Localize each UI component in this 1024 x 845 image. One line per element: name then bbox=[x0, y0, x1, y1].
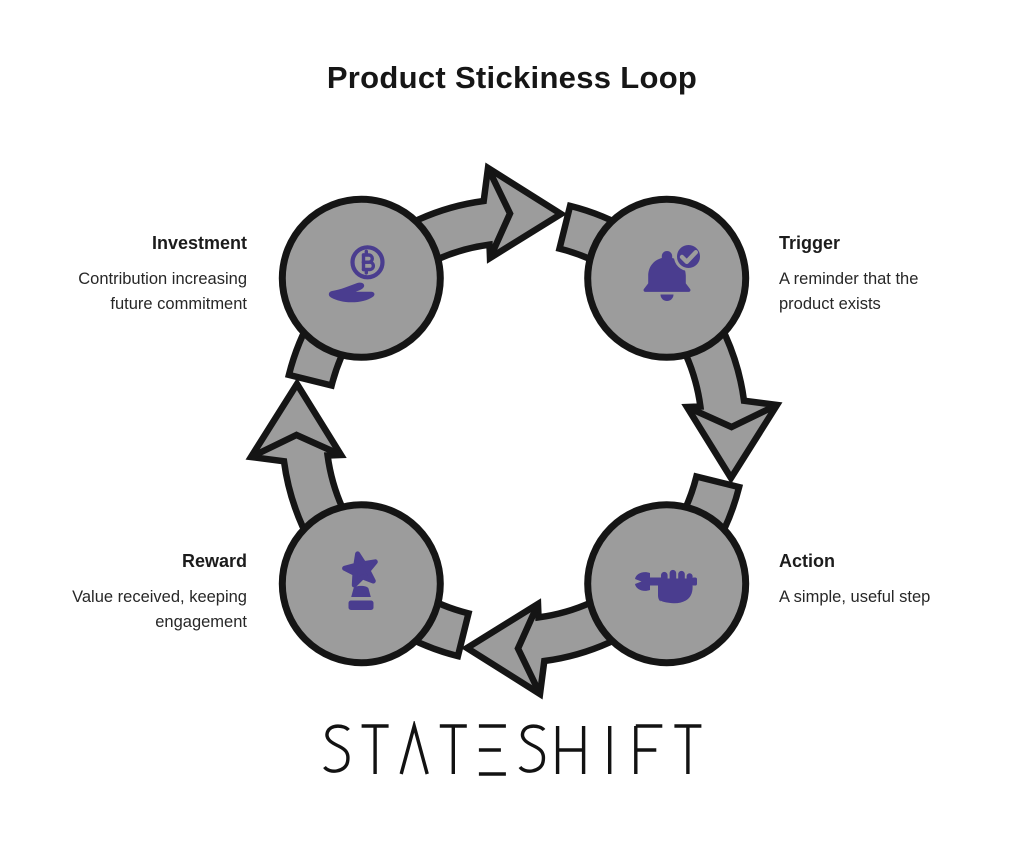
fist-pen-icon bbox=[635, 569, 697, 604]
stateshift-logo: STATESHIFT bbox=[323, 719, 702, 781]
desc-line: engagement bbox=[155, 612, 247, 631]
node-text-trigger: Trigger A reminder that the product exis… bbox=[779, 233, 969, 316]
node-text-action: Action A simple, useful step bbox=[779, 551, 989, 610]
desc-line: future commitment bbox=[110, 294, 247, 313]
node-label-reward: Reward bbox=[181, 551, 247, 571]
desc-line: Contribution increasing bbox=[78, 270, 247, 288]
desc-line: product exists bbox=[779, 294, 881, 313]
page-title: Product Stickiness Loop bbox=[326, 60, 698, 95]
hand-coin-icon bbox=[328, 245, 385, 303]
node-label-investment: Investment bbox=[151, 233, 247, 253]
node-desc-action: A simple, useful step bbox=[779, 585, 989, 610]
node-text-reward: Reward Value received, keeping engagemen… bbox=[30, 551, 247, 634]
desc-line: Value received, keeping bbox=[72, 588, 247, 606]
stateshift-logo-glyphs bbox=[323, 719, 702, 776]
desc-line: A simple, useful step bbox=[779, 588, 931, 606]
node-circle-reward bbox=[278, 501, 444, 667]
star-trophy-icon bbox=[342, 551, 378, 610]
desc-line: A reminder that the bbox=[779, 270, 919, 288]
bell-check-icon bbox=[643, 242, 703, 301]
node-desc-reward: Value received, keeping engagement bbox=[30, 585, 247, 634]
node-desc-investment: Contribution increasing future commitmen… bbox=[30, 267, 247, 316]
node-desc-trigger: A reminder that the product exists bbox=[779, 267, 969, 316]
node-label-trigger: Trigger bbox=[779, 233, 841, 253]
node-circle-investment bbox=[278, 195, 444, 361]
node-text-investment: Investment Contribution increasing futur… bbox=[30, 233, 247, 316]
node-label-action: Action bbox=[779, 551, 835, 571]
